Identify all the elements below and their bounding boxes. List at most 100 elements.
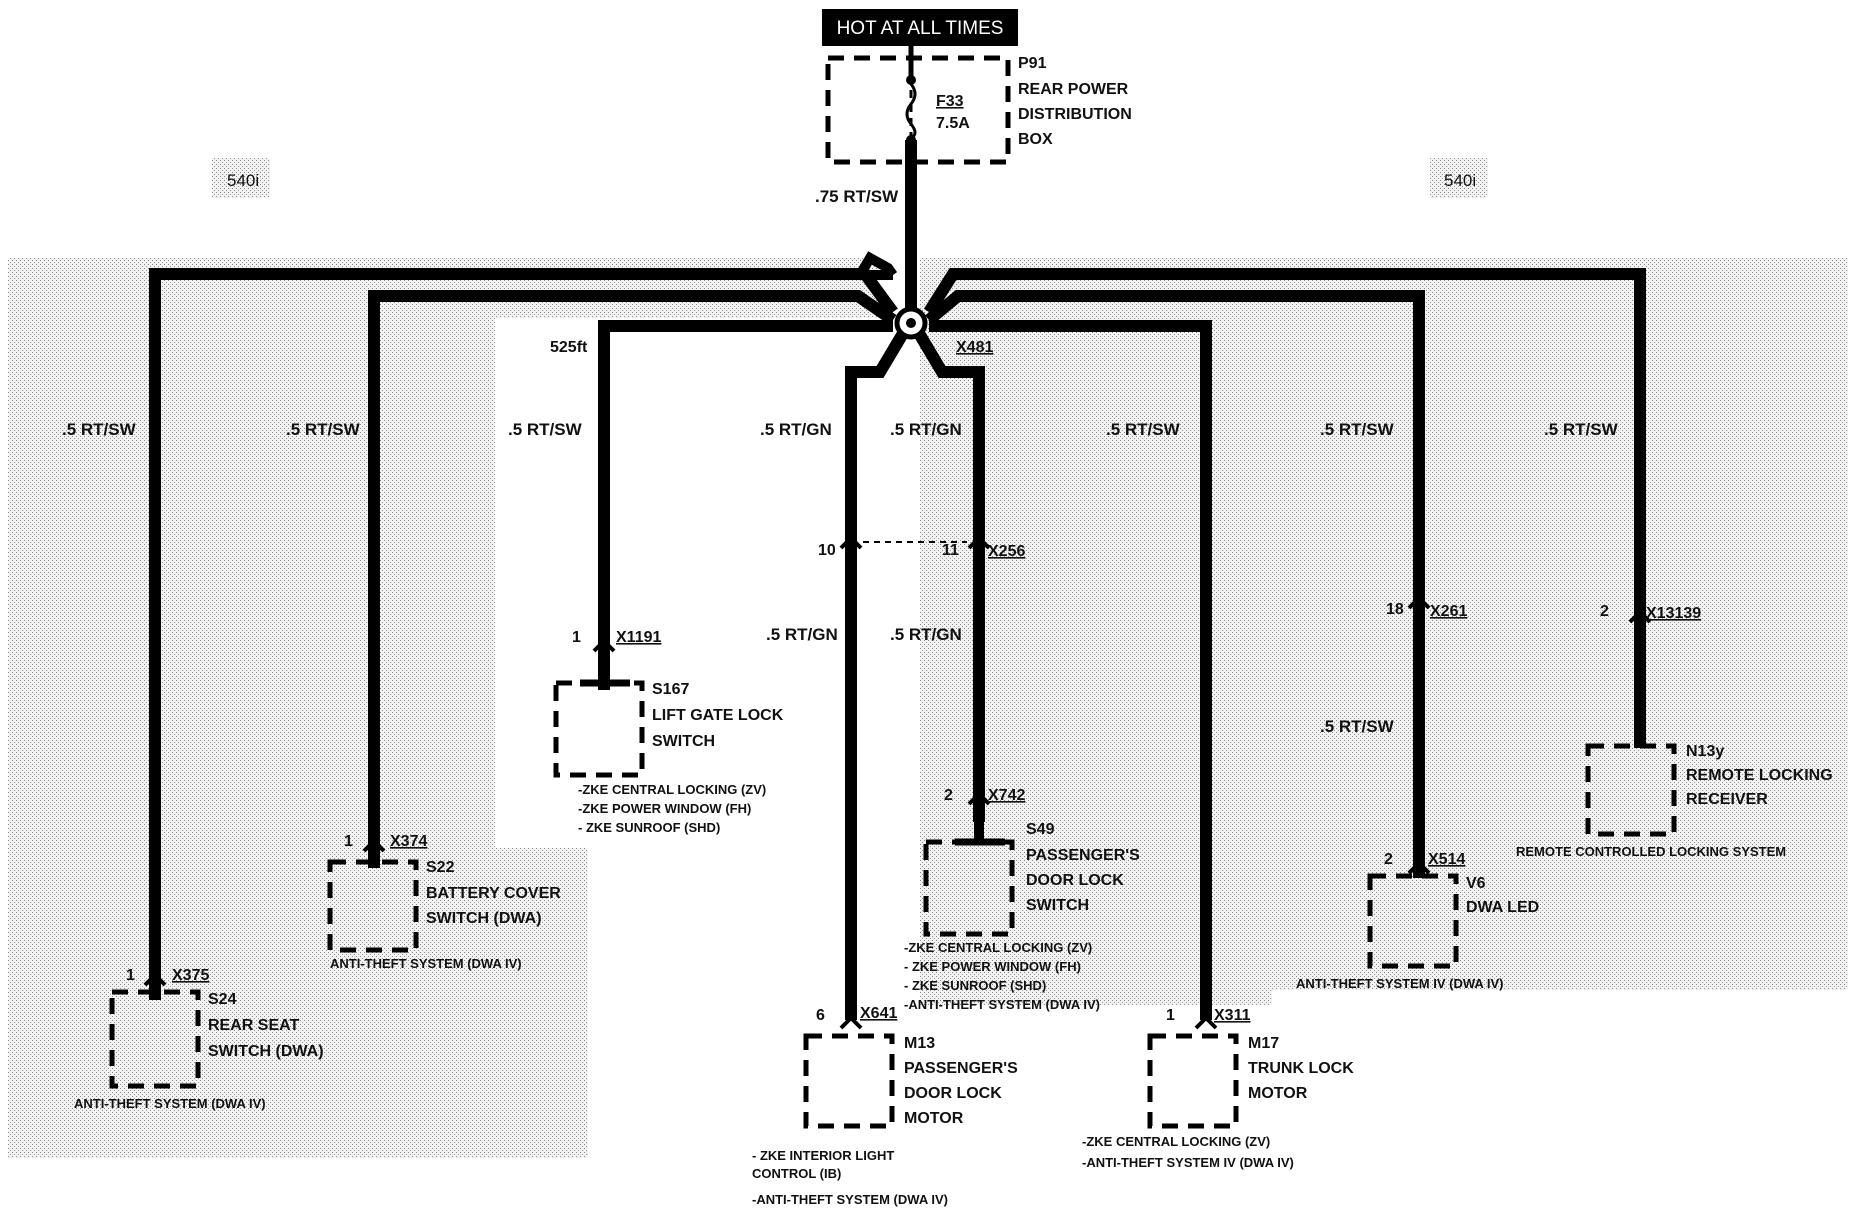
- connector-marks: [143, 535, 1652, 1030]
- s24-note: ANTI-THEFT SYSTEM (DWA IV): [74, 1096, 266, 1111]
- s49-id: S49: [1026, 821, 1055, 838]
- s167-note-1: -ZKE CENTRAL LOCKING (ZV): [578, 782, 766, 797]
- box-s167: [553, 680, 645, 778]
- variant-label-left: 540i: [227, 171, 259, 190]
- wire-battery-cover: [368, 290, 897, 868]
- x1191-pin: 1: [572, 629, 581, 646]
- x13139-pin: 2: [1600, 603, 1609, 620]
- fuse-terminal-top: [906, 75, 916, 85]
- wire-label-lift-gate: .5 RT/SW: [508, 420, 583, 439]
- arrow-x514: [1407, 860, 1431, 875]
- x256-pin-left: 10: [818, 542, 836, 559]
- n13y-line-1: REMOTE LOCKING: [1686, 767, 1833, 784]
- wire-passenger-switch: [911, 326, 985, 822]
- v6-line-1: DWA LED: [1466, 899, 1539, 916]
- s49-note-3: - ZKE SUNROOF (SHD): [904, 978, 1046, 993]
- s167-note-2: -ZKE POWER WINDOW (FH): [578, 801, 751, 816]
- m13-note-2: CONTROL (IB): [752, 1166, 841, 1181]
- header-label: HOT AT ALL TIMES: [837, 18, 1004, 39]
- x375-id: X375: [172, 967, 209, 984]
- n13y-note: REMOTE CONTROLLED LOCKING SYSTEM: [1516, 844, 1786, 859]
- n13y-id: N13y: [1686, 743, 1724, 760]
- arrow-x1191: [592, 638, 616, 653]
- arrow-x261: [1407, 595, 1431, 610]
- fuse-box-name-2: DISTRIBUTION: [1018, 106, 1132, 123]
- m17-note-1: -ZKE CENTRAL LOCKING (ZV): [1082, 1134, 1270, 1149]
- arrow-x742: [967, 791, 991, 806]
- wire-label-dwa-led-lower: .5 RT/SW: [1320, 717, 1395, 736]
- s22-line-2: SWITCH (DWA): [426, 910, 542, 927]
- x256-id: X256: [988, 543, 1025, 560]
- s49-note-2: - ZKE POWER WINDOW (FH): [904, 959, 1081, 974]
- x261-id: X261: [1430, 603, 1467, 620]
- x13139-id: X13139: [1646, 605, 1701, 622]
- s49-note-1: -ZKE CENTRAL LOCKING (ZV): [904, 940, 1092, 955]
- box-m17: [1147, 1033, 1239, 1129]
- box-s24: [109, 989, 201, 1089]
- wire-rear-seat: [149, 268, 898, 1000]
- wire-trunk: [929, 320, 1212, 1020]
- m13-line-1: PASSENGER'S: [904, 1060, 1018, 1077]
- wire-label-trunk: .5 RT/SW: [1106, 420, 1181, 439]
- wire-label-dwa-led-upper: .5 RT/SW: [1320, 420, 1395, 439]
- fuse-symbol: [905, 83, 917, 140]
- splice-id: X481: [956, 339, 993, 356]
- x742-pin: 2: [944, 787, 953, 804]
- x641-id: X641: [860, 1005, 897, 1022]
- x641-pin: 6: [816, 1007, 825, 1024]
- x375-pin: 1: [126, 967, 135, 984]
- x374-pin: 1: [344, 833, 353, 850]
- fuse-box-id: P91: [1018, 55, 1047, 72]
- arrow-x311: [1194, 1015, 1218, 1030]
- s22-line-1: BATTERY COVER: [426, 885, 561, 902]
- splice-left-tag: 525ft: [550, 339, 588, 356]
- box-n13y: [1585, 743, 1677, 837]
- x1191-id: X1191: [616, 629, 661, 646]
- wire-label-pass-switch-lower: .5 RT/GN: [890, 625, 962, 644]
- s49-line-1: PASSENGER'S: [1026, 847, 1140, 864]
- s24-line-2: SWITCH (DWA): [208, 1043, 324, 1060]
- m13-line-3: MOTOR: [904, 1110, 964, 1127]
- x311-pin: 1: [1166, 1007, 1175, 1024]
- s49-line-2: DOOR LOCK: [1026, 872, 1124, 889]
- x256-pin-right: 11: [942, 542, 959, 559]
- arrow-x375: [143, 972, 167, 987]
- wire-lift-gate: [598, 320, 893, 690]
- v6-id: V6: [1466, 875, 1486, 892]
- m17-line-1: TRUNK LOCK: [1248, 1060, 1354, 1077]
- s49-note-4: -ANTI-THEFT SYSTEM (DWA IV): [904, 997, 1100, 1012]
- m13-note-3: -ANTI-THEFT SYSTEM (DWA IV): [752, 1192, 948, 1207]
- x514-id: X514: [1428, 851, 1465, 868]
- wire-label-rear-seat: .5 RT/SW: [62, 420, 137, 439]
- component-boxes: [109, 679, 1677, 1129]
- m17-line-2: MOTOR: [1248, 1085, 1308, 1102]
- wire-label-pass-motor-lower: .5 RT/GN: [766, 625, 838, 644]
- s167-id: S167: [652, 681, 689, 698]
- s22-id: S22: [426, 859, 455, 876]
- s24-id: S24: [208, 991, 237, 1008]
- fuse-rating: 7.5A: [936, 115, 970, 132]
- wire-dwa-led: [925, 290, 1425, 878]
- arrow-x256-10: [839, 535, 863, 550]
- box-v6: [1367, 873, 1459, 969]
- x742-id: X742: [988, 787, 1025, 804]
- x311-id: X311: [1214, 1007, 1251, 1024]
- fuse-box-p91: P91 REAR POWER DISTRIBUTION BOX F33 7.5A: [825, 46, 1132, 165]
- wire-label-pass-switch-upper: .5 RT/GN: [890, 420, 962, 439]
- s167-line-1: LIFT GATE LOCK: [652, 707, 784, 724]
- s24-line-1: REAR SEAT: [208, 1017, 299, 1034]
- s22-note: ANTI-THEFT SYSTEM (DWA IV): [330, 956, 522, 971]
- m13-note-1: - ZKE INTERIOR LIGHT: [752, 1148, 894, 1163]
- x261-pin: 18: [1386, 601, 1404, 618]
- wire-passenger-motor: [845, 326, 911, 1020]
- box-m13: [803, 1033, 895, 1129]
- v6-note: ANTI-THEFT SYSTEM IV (DWA IV): [1296, 976, 1504, 991]
- power-source-header: HOT AT ALL TIMES: [822, 9, 1018, 46]
- wire-remote: [923, 268, 1646, 748]
- labels: 540i 540i .75 RT/SW 525ft X481 .5 RT/SW …: [62, 171, 1833, 1207]
- variant-label-right: 540i: [1444, 171, 1476, 190]
- box-s49: [923, 839, 1015, 937]
- wire-label-pass-motor-upper: .5 RT/GN: [760, 420, 832, 439]
- m17-note-2: -ANTI-THEFT SYSTEM IV (DWA IV): [1082, 1155, 1294, 1170]
